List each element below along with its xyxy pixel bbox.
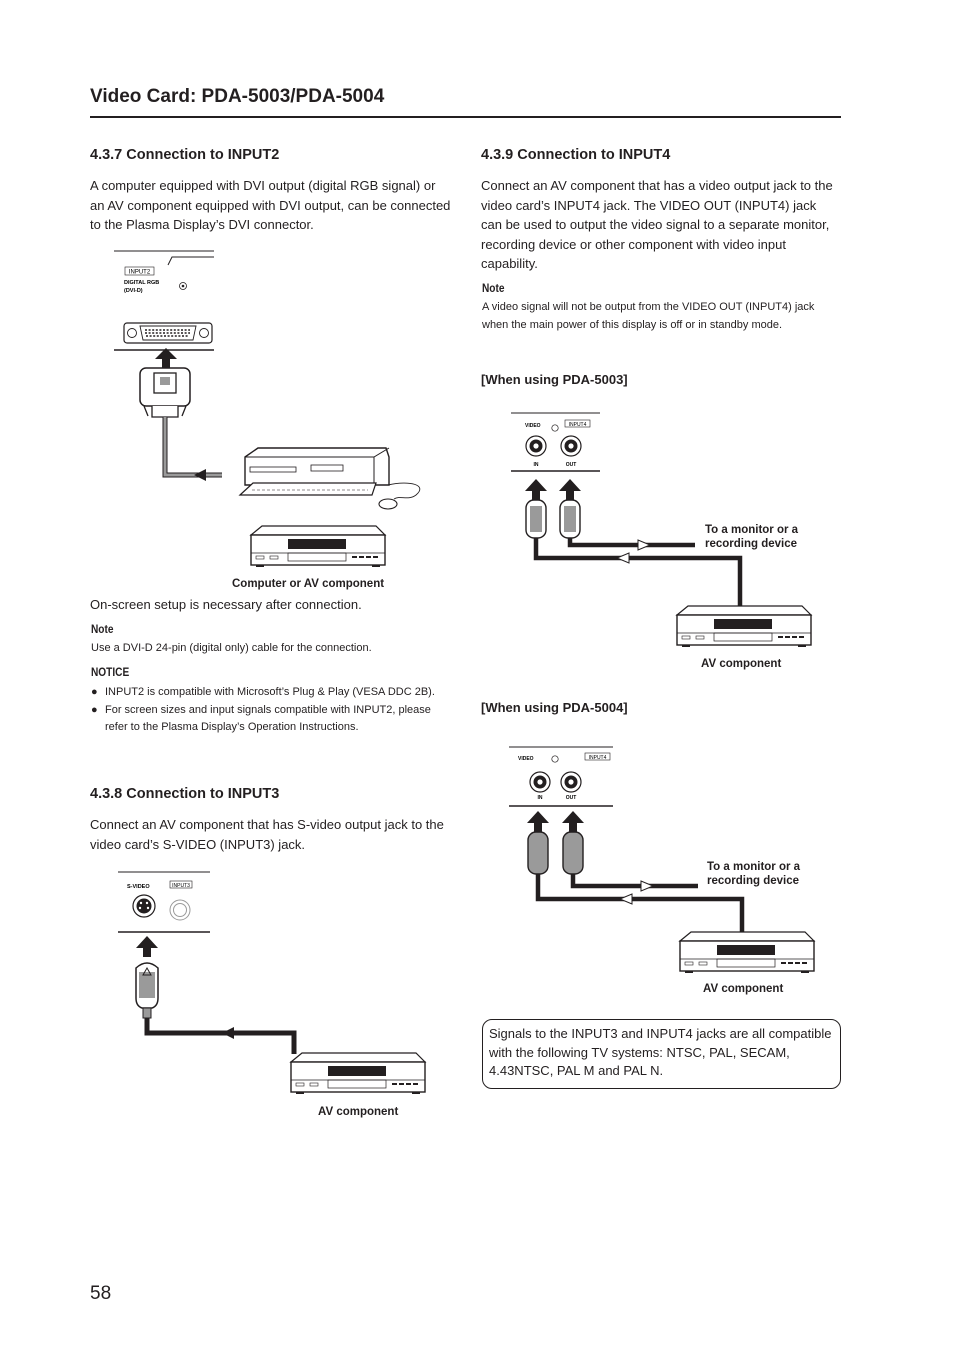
pda5004-heading: [When using PDA-5004]: [481, 700, 628, 715]
pda5004-panel: VIDEO INPUT4 IN OUT: [509, 746, 613, 807]
input2-note-heading: Note: [91, 624, 114, 636]
pda5003-jack-name: VIDEO: [525, 423, 541, 429]
pda5003-monitor-caption-1: To a monitor or a: [705, 524, 799, 536]
input2-diagram: INPUT2 DIGITAL RGB (DVI-D): [114, 250, 421, 567]
pda5004-jack-label: INPUT4: [589, 755, 607, 761]
input2-jack-desc-1: DIGITAL RGB: [124, 280, 159, 286]
input3-heading: 4.3.8 Connection to INPUT3: [90, 786, 280, 802]
tv-systems-box: Signals to the INPUT3 and INPUT4 jacks a…: [482, 1019, 841, 1089]
input3-panel: S-VIDEO INPUT3: [118, 871, 210, 933]
input4-note-heading: Note: [482, 283, 505, 295]
pda5003-jack-label: INPUT4: [569, 422, 587, 428]
pda5003-diagram: VIDEO INPUT4 IN OUT: [511, 412, 813, 647]
notice-item: For screen sizes and input signals compa…: [91, 702, 451, 737]
pda5004-av-caption: AV component: [703, 983, 784, 995]
input4-heading: 4.3.9 Connection to INPUT4: [481, 147, 671, 163]
pda5004-diagram: VIDEO INPUT4 IN OUT: [509, 746, 816, 973]
pda5003-in-label: IN: [534, 462, 539, 468]
input3-arrow: [136, 936, 158, 957]
s-video-plug: [135, 962, 159, 1019]
input2-notice-list: INPUT2 is compatible with Microsoft’s Pl…: [91, 684, 451, 737]
pda5003-monitor-caption-2: recording device: [705, 538, 798, 550]
page-number: 58: [90, 1283, 112, 1304]
pda5003-av-caption: AV component: [701, 658, 782, 670]
title-rule: [90, 116, 841, 118]
pda5003-heading: [When using PDA-5003]: [481, 372, 628, 387]
page-title: Video Card: PDA-5003/PDA-5004: [90, 86, 385, 107]
pda5003-av-component-icon: [675, 605, 813, 647]
pda5004-monitor-caption-1: To a monitor or a: [707, 861, 801, 873]
input3-jack-name: S-VIDEO: [127, 884, 150, 890]
input3-text: Connect an AV component that has S-video…: [90, 817, 444, 852]
pda5003-flow-arrows: [615, 539, 652, 564]
input3-caption: AV component: [318, 1106, 399, 1118]
pda5004-monitor-caption-2: recording device: [707, 875, 800, 887]
input2-arrow: [155, 348, 177, 369]
pda5003-arrows: [525, 479, 581, 500]
input2-text: A computer equipped with DVI output (dig…: [90, 178, 451, 232]
input3-diagram: S-VIDEO INPUT3: [118, 871, 427, 1094]
pda5003-out-label: OUT: [566, 462, 577, 468]
dvi-plug: [139, 367, 191, 418]
input2-caption: Computer or AV component: [232, 578, 385, 590]
pda5004-out-label: OUT: [566, 795, 577, 801]
input2-av-component-icon: [249, 525, 387, 567]
pda5004-av-component-icon: [678, 931, 816, 973]
input3-jack-label: INPUT3: [172, 883, 190, 889]
rca-plugs: [527, 831, 584, 875]
pda5004-flow-arrows: [618, 880, 655, 905]
rca-plugs: [525, 499, 581, 539]
pda5003-panel: VIDEO INPUT4 IN OUT: [511, 412, 600, 472]
s-video-jack: [136, 898, 152, 914]
input2-jack-label: INPUT2: [129, 270, 151, 276]
input3-av-component-icon: [289, 1052, 427, 1094]
pda5004-arrows: [527, 811, 584, 832]
input2-jack-desc-2: (DVI-D): [124, 288, 143, 294]
input4-note-text: A video signal will not be output from t…: [482, 301, 815, 331]
input2-heading: 4.3.7 Connection to INPUT2: [90, 147, 280, 163]
pda5004-in-label: IN: [538, 795, 543, 801]
input4-text: Connect an AV component that has a video…: [481, 178, 833, 271]
input2-panel: INPUT2 DIGITAL RGB (DVI-D): [114, 250, 214, 351]
computer-icon: [238, 447, 421, 510]
input2-cable-arrow: [194, 469, 206, 481]
notice-item: INPUT2 is compatible with Microsoft’s Pl…: [91, 684, 451, 702]
input2-notice-heading: NOTICE: [91, 667, 130, 679]
pda5004-jack-name: VIDEO: [518, 756, 534, 762]
input2-note-text: Use a DVI-D 24-pin (digital only) cable …: [91, 642, 372, 654]
input3-cable-arrow: [222, 1027, 234, 1039]
input2-after-text: On-screen setup is necessary after conne…: [90, 597, 362, 612]
